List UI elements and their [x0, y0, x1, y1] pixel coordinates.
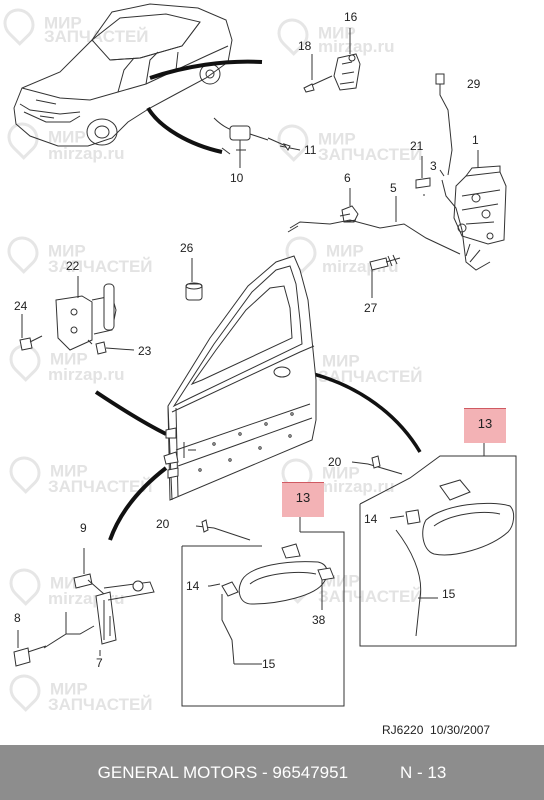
callout-3: 3: [430, 159, 437, 173]
callout-13-highlight[interactable]: 13: [464, 408, 506, 443]
watermark: МИР: [1, 116, 86, 160]
callout-15: 15: [262, 657, 276, 671]
handle-kit-box-right: [359, 455, 517, 647]
part-16-bracket: [333, 28, 361, 91]
watermark: ЗАПЧАСТЕЙ: [48, 477, 153, 496]
outer-handle-left: [195, 519, 335, 665]
footer-bar: GENERAL MOTORS - 96547951 N - 13: [0, 745, 544, 800]
callout-9: 9: [80, 521, 87, 535]
watermark: ЗАПЧАСТЕЙ: [318, 145, 423, 164]
callout-18: 18: [298, 39, 312, 53]
outer-handle-right: [351, 455, 515, 637]
watermark: МИР: [1, 230, 86, 274]
callout-1: 1: [472, 133, 479, 147]
watermark: МИР: [275, 340, 360, 384]
watermark: ЗАПЧАСТЕЙ: [318, 367, 423, 386]
part-5-rod: [287, 196, 461, 255]
callout-29: 29: [467, 77, 481, 91]
callout-14: 14: [186, 579, 200, 593]
callout-16: 16: [344, 10, 358, 24]
watermark: ЗАПЧАСТЕЙ: [48, 695, 153, 714]
watermark: mirzap.ru: [48, 144, 125, 163]
watermark: МИР: [3, 450, 88, 494]
watermark: mirzap.ru: [48, 365, 125, 384]
watermark: МИР: [279, 230, 364, 274]
callout-15: 15: [442, 587, 456, 601]
part-22-hinge: [55, 276, 117, 351]
watermark: mirzap.ru: [318, 477, 395, 496]
watermark: mirzap.ru: [318, 37, 395, 56]
callout-20: 20: [156, 517, 170, 531]
drawing-ref-code: RJ6220: [382, 723, 424, 737]
watermark: МИР: [271, 118, 356, 162]
watermark: МИР: [3, 668, 88, 712]
callout-24: 24: [14, 299, 28, 313]
drawing-date: 10/30/2007: [430, 723, 491, 737]
footer-page: N - 13: [400, 763, 447, 782]
callout-6: 6: [344, 171, 351, 185]
watermark: МИР: [275, 452, 360, 496]
part-1-latch: [453, 158, 507, 245]
callout-13-highlight[interactable]: 13: [282, 482, 324, 517]
car-illustration: [13, 3, 233, 147]
callout-7: 7: [96, 656, 103, 670]
callout-38: 38: [312, 613, 326, 627]
footer-title: GENERAL MOTORS - 96547951: [97, 763, 349, 782]
callout-26: 26: [180, 241, 194, 255]
callout-8: 8: [14, 611, 21, 625]
callout-27: 27: [364, 301, 378, 315]
watermark: МИР: [271, 12, 356, 56]
callout-23: 23: [138, 344, 152, 358]
drawing-reference: RJ6220 10/30/2007: [382, 723, 490, 737]
part-10-cylinder: [213, 117, 301, 168]
watermark: ЗАПЧАСТЕЙ: [48, 257, 153, 276]
front-door-panel: [163, 255, 317, 501]
watermark: МИР: [3, 338, 88, 382]
door-lock-exploded-drawing: 16 18 29 1 21 11 3 10 6 5 26 22 27 24 23…: [13, 3, 517, 707]
callout-20: 20: [328, 455, 342, 469]
callout-14: 14: [364, 512, 378, 526]
handle-kit-box-left: [181, 531, 345, 707]
callout-11: 11: [304, 143, 317, 157]
callout-21: 21: [410, 139, 424, 153]
callout-22: 22: [66, 259, 80, 273]
part-27-screw: [369, 254, 401, 298]
part-7-door-check: [13, 548, 155, 667]
watermark: МИР: [0, 2, 82, 46]
callout-10: 10: [230, 171, 244, 185]
callout-5: 5: [390, 181, 397, 195]
